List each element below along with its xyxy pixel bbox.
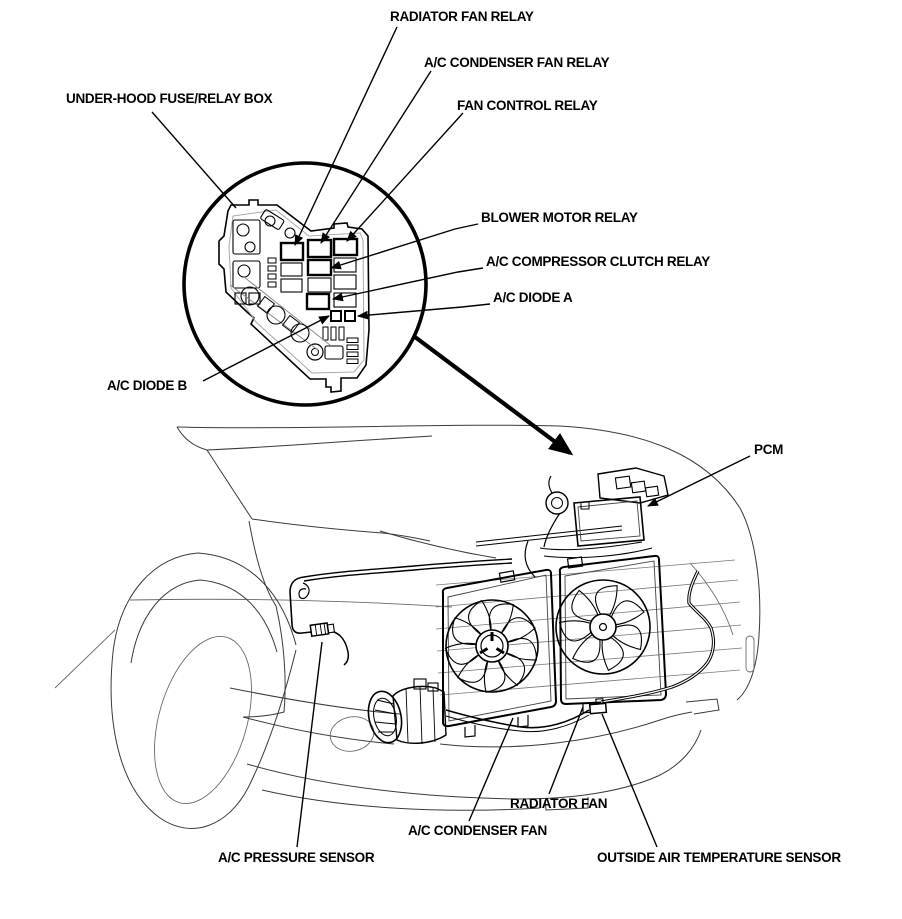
label-ac-condenser-fan-relay: A/C CONDENSER FAN RELAY bbox=[424, 55, 610, 70]
leader-radiator-fan bbox=[548, 706, 584, 795]
blower-motor-relay-art bbox=[306, 258, 333, 277]
label-ac-diode-a: A/C DIODE A bbox=[493, 290, 573, 305]
label-ac-diode-b: A/C DIODE B bbox=[107, 378, 187, 393]
leader-radiator-fan-relay bbox=[294, 26, 398, 246]
label-ac-pressure-sensor: A/C PRESSURE SENSOR bbox=[218, 850, 375, 865]
label-ac-condenser-fan: A/C CONDENSER FAN bbox=[408, 823, 547, 838]
leader-ac-compressor-clutch-relay bbox=[331, 267, 484, 302]
ac-compressor-clutch-relay-art bbox=[305, 292, 331, 311]
label-radiator-fan-relay: RADIATOR FAN RELAY bbox=[390, 9, 534, 24]
fan-control-relay-art bbox=[332, 237, 359, 257]
leader-ac-diode-a bbox=[356, 303, 491, 320]
ac-diode-b-art bbox=[330, 310, 342, 322]
leader-lines bbox=[151, 26, 751, 848]
leader-fan-control-relay bbox=[346, 112, 464, 242]
label-fan-control-relay: FAN CONTROL RELAY bbox=[457, 98, 598, 113]
car-body-art bbox=[54, 424, 761, 829]
label-blower-motor-relay: BLOWER MOTOR RELAY bbox=[481, 210, 638, 225]
radiator-fan-relay-art bbox=[279, 241, 305, 262]
ac-pressure-sensor-art bbox=[309, 622, 336, 638]
leader-ac-condenser-fan-relay bbox=[320, 70, 432, 244]
outside-air-temp-sensor-art bbox=[588, 698, 608, 715]
label-outside-air-temperature-sensor: OUTSIDE AIR TEMPERATURE SENSOR bbox=[597, 850, 841, 865]
leader-under-hood-fuse-relay-box bbox=[151, 111, 237, 209]
ac-condenser-fan-relay-art bbox=[306, 238, 333, 259]
ac-diode-a-art bbox=[344, 310, 356, 322]
compressor-art bbox=[367, 678, 590, 745]
leader-outside-air-temperature-sensor bbox=[601, 713, 658, 848]
cooling-fans-art bbox=[435, 525, 743, 738]
leader-blower-motor-relay bbox=[329, 223, 479, 270]
label-pcm: PCM bbox=[754, 442, 784, 457]
magnifier-circle bbox=[182, 161, 428, 407]
leader-ac-diode-b bbox=[202, 315, 330, 382]
leader-ac-pressure-sensor bbox=[296, 641, 323, 848]
leader-ac-condenser-fan bbox=[468, 717, 514, 822]
label-under-hood-fuse-relay-box: UNDER-HOOD FUSE/RELAY BOX bbox=[66, 91, 273, 106]
leader-pcm bbox=[647, 455, 751, 507]
ac-pipe-art bbox=[289, 558, 715, 715]
magnifier-arrow bbox=[413, 335, 574, 456]
label-ac-compressor-clutch-relay: A/C COMPRESSOR CLUTCH RELAY bbox=[486, 254, 710, 269]
pcm-art bbox=[524, 467, 669, 578]
label-radiator-fan: RADIATOR FAN bbox=[510, 796, 608, 811]
